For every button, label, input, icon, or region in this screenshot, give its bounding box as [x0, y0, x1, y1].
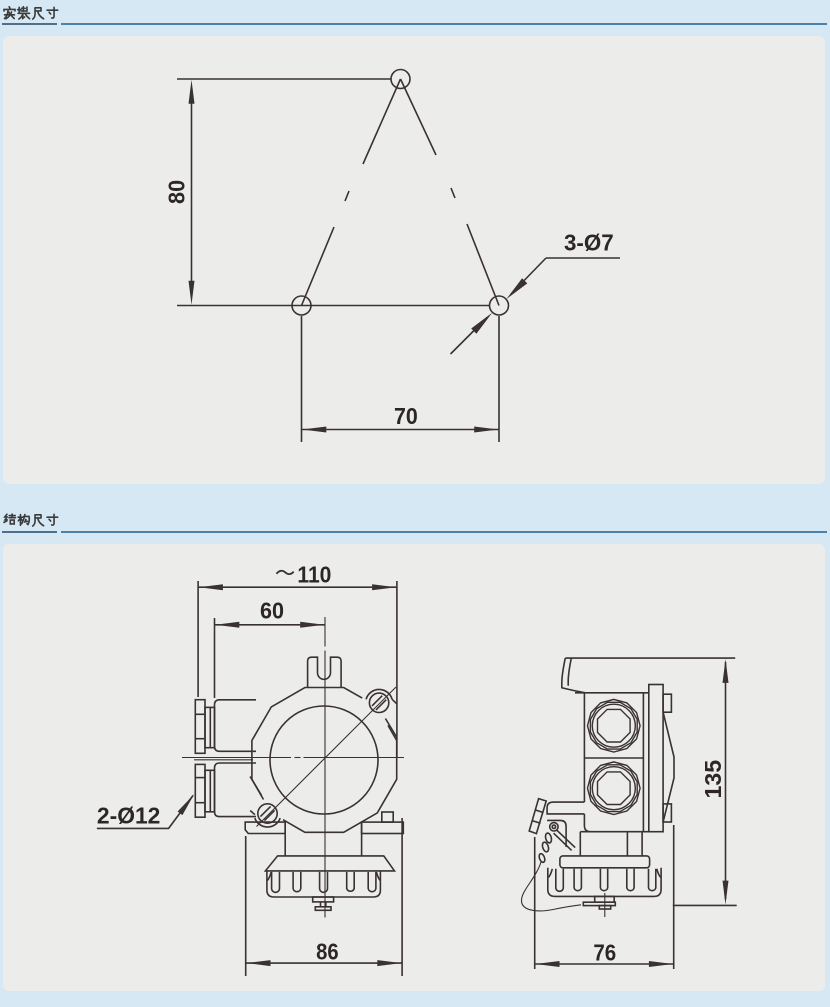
svg-text:76: 76	[593, 940, 616, 966]
svg-text:80: 80	[164, 180, 190, 204]
svg-text:60: 60	[260, 598, 284, 624]
svg-text:2-Ø12: 2-Ø12	[97, 802, 160, 828]
svg-text:70: 70	[394, 403, 418, 429]
svg-text:86: 86	[316, 939, 339, 965]
svg-text:110: 110	[297, 562, 331, 588]
svg-text:135: 135	[700, 760, 726, 799]
svg-text:3-Ø7: 3-Ø7	[564, 230, 614, 256]
